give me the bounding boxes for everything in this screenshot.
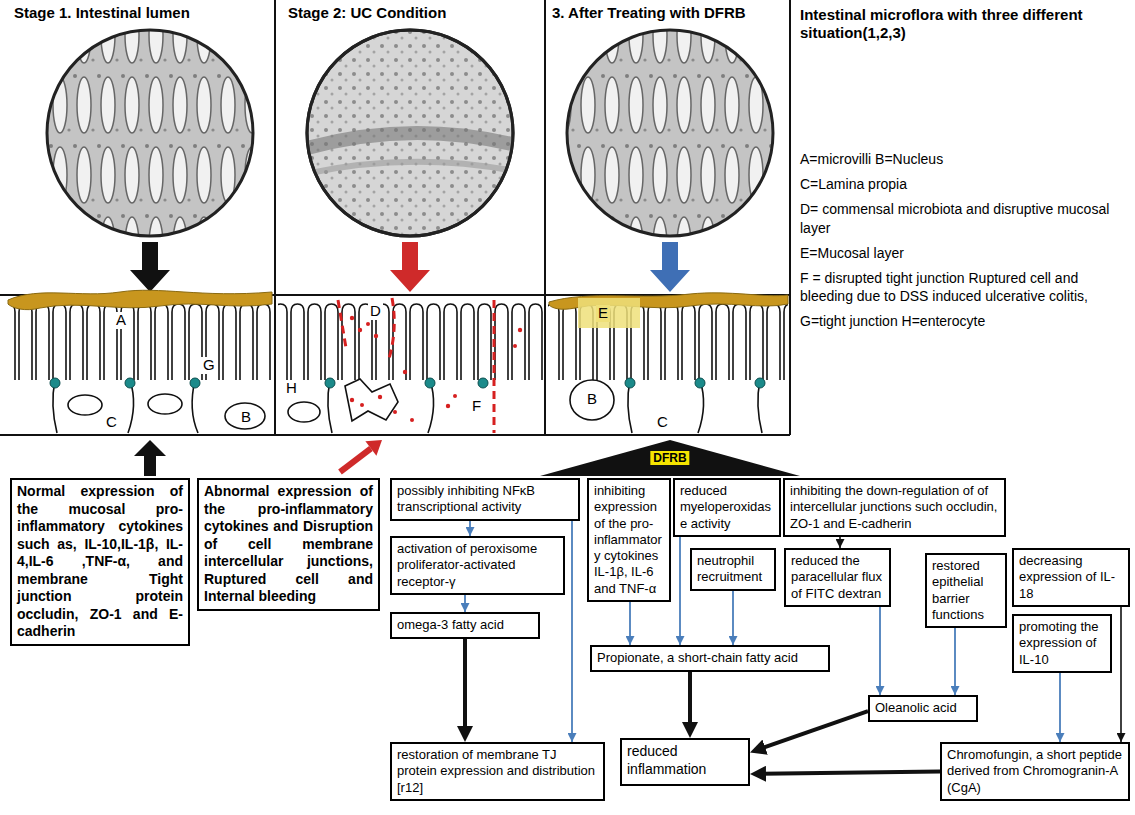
process-box: reduced myeloperoxidase activity — [673, 478, 781, 537]
part-letter: E — [596, 305, 610, 322]
box-text: promoting the expression of IL-10 — [1019, 619, 1105, 668]
connector-arrow — [464, 595, 466, 612]
frame-lines — [0, 0, 790, 435]
stage-heading: Stage 2: UC Condition — [288, 4, 542, 22]
connector-arrow — [571, 521, 573, 742]
process-box: possibly inhibiting NFκB transcriptional… — [390, 478, 580, 521]
box-text: activation of peroxisome proliferator-ac… — [397, 541, 558, 590]
box-text: reduced the paracellular flux of FITC de… — [791, 553, 884, 602]
mucus-highlight — [578, 298, 640, 328]
key-entry: E=Mucosal layer — [800, 244, 1128, 262]
box-text: reduced myeloperoxidase activity — [680, 483, 774, 532]
tight-junction — [325, 378, 488, 388]
box-text: DFRB — [650, 451, 689, 465]
key-panel: A=microvilli B=NucleusC=Lamina propia D= … — [800, 150, 1128, 338]
process-box: Normal expression of the mucosal pro-inf… — [10, 478, 190, 646]
process-box: decreasing expression of IL-18 — [1012, 548, 1130, 607]
block-arrow — [130, 242, 170, 292]
key-entry: A=microvilli B=Nucleus — [800, 150, 1128, 168]
disruption-lines — [338, 298, 494, 433]
tight-junction — [50, 378, 200, 388]
block-arrow — [650, 242, 690, 292]
key-entry: C=Lamina propia — [800, 175, 1128, 193]
part-letter: B — [239, 409, 253, 426]
treatment-triangle: DFRB — [540, 440, 800, 476]
process-box: Propionate, a short-chain fatty acid — [590, 645, 830, 672]
box-text: neutrophil recruitment — [697, 553, 769, 586]
box-text: Oleanolic acid — [875, 700, 971, 716]
connector-arrow — [629, 602, 631, 645]
box-text: decreasing expression of IL-18 — [1019, 553, 1123, 602]
box-text: Chromofungin, a short peptide derived fr… — [947, 747, 1123, 796]
cell-outlines — [288, 379, 434, 433]
connector-arrow — [1059, 673, 1061, 742]
process-box: inhibiting expression of the pro-inflamm… — [587, 478, 671, 602]
part-letter: G — [201, 357, 217, 374]
mucus-layer — [8, 290, 272, 309]
box-text: possibly inhibiting NFκB transcriptional… — [397, 483, 573, 516]
block-arrow — [390, 242, 430, 292]
box-text: Normal expression of the mucosal pro-inf… — [17, 483, 183, 641]
process-box: Chromofungin, a short peptide derived fr… — [940, 742, 1130, 801]
box-text: Abnormal expression of the pro-inflammat… — [204, 483, 373, 606]
process-box: activation of peroxisome proliferator-ac… — [390, 536, 565, 595]
block-arrow — [340, 449, 371, 473]
connector-arrow — [839, 537, 841, 548]
box-text: restoration of membrane TJ protein expre… — [397, 747, 598, 796]
connector-arrow — [758, 772, 940, 774]
box-text: inhibiting the down-regulation of of int… — [790, 483, 999, 532]
diagram-title: Intestinal microflora with three differe… — [800, 6, 1128, 42]
cell-outlines — [570, 380, 762, 433]
part-letter: C — [655, 414, 670, 431]
key-entry: D= commensal microbiota and disruptive m… — [800, 200, 1128, 236]
part-letter: F — [470, 398, 483, 415]
process-box: promoting the expression of IL-10 — [1012, 614, 1112, 673]
micrograph — [47, 30, 253, 236]
connector-arrow — [688, 672, 692, 730]
box-text: omega-3 fatty acid — [397, 617, 533, 633]
micrograph — [567, 30, 773, 236]
process-box: omega-3 fatty acid — [390, 612, 540, 639]
box-text: Propionate, a short-chain fatty acid — [597, 650, 823, 666]
connector-arrow — [879, 607, 881, 695]
box-text: inhibiting expression of the pro-inflamm… — [594, 483, 664, 597]
box-text: restored epithelial barrier functions — [932, 558, 1000, 623]
block-arrow — [365, 440, 382, 456]
part-letter: D — [368, 303, 383, 320]
bleeding-dots — [350, 316, 522, 422]
cell-outlines — [53, 380, 265, 433]
microvilli — [8, 302, 273, 380]
block-arrow — [134, 440, 166, 476]
process-box: restored epithelial barrier functions — [925, 553, 1007, 628]
connector-arrow — [1120, 607, 1122, 742]
process-box: Oleanolic acid — [868, 695, 978, 722]
connector-arrow — [469, 521, 471, 536]
process-box: inhibiting the down-regulation of of int… — [783, 478, 1006, 537]
part-letter: B — [585, 391, 599, 408]
stage-heading: Stage 1. Intestinal lumen — [14, 4, 272, 22]
key-entry: G=tight junction H=enterocyte — [800, 312, 1128, 330]
connector-arrow — [954, 628, 956, 695]
key-entry: F = disrupted tight junction Ruptured ce… — [800, 269, 1128, 305]
process-box: Abnormal expression of the pro-inflammat… — [197, 478, 380, 611]
part-letter: H — [284, 380, 299, 397]
process-box: neutrophil recruitment — [690, 548, 776, 591]
part-letter: C — [104, 414, 119, 431]
tight-junction — [625, 378, 765, 388]
box-text: reduced inflammation — [627, 743, 743, 778]
connector-arrow — [463, 639, 467, 734]
process-box: restoration of membrane TJ protein expre… — [390, 742, 605, 801]
connector-arrow — [679, 537, 681, 645]
process-box: reduced the paracellular flux of FITC de… — [784, 548, 891, 607]
part-letter: A — [114, 312, 128, 329]
process-box: reduced inflammation — [620, 738, 750, 786]
connector-arrow — [732, 591, 734, 645]
stage-heading: 3. After Treating with DFRB — [552, 4, 788, 22]
connector-arrow — [758, 711, 868, 750]
micrograph-band — [300, 133, 520, 175]
microvilli — [278, 302, 543, 380]
